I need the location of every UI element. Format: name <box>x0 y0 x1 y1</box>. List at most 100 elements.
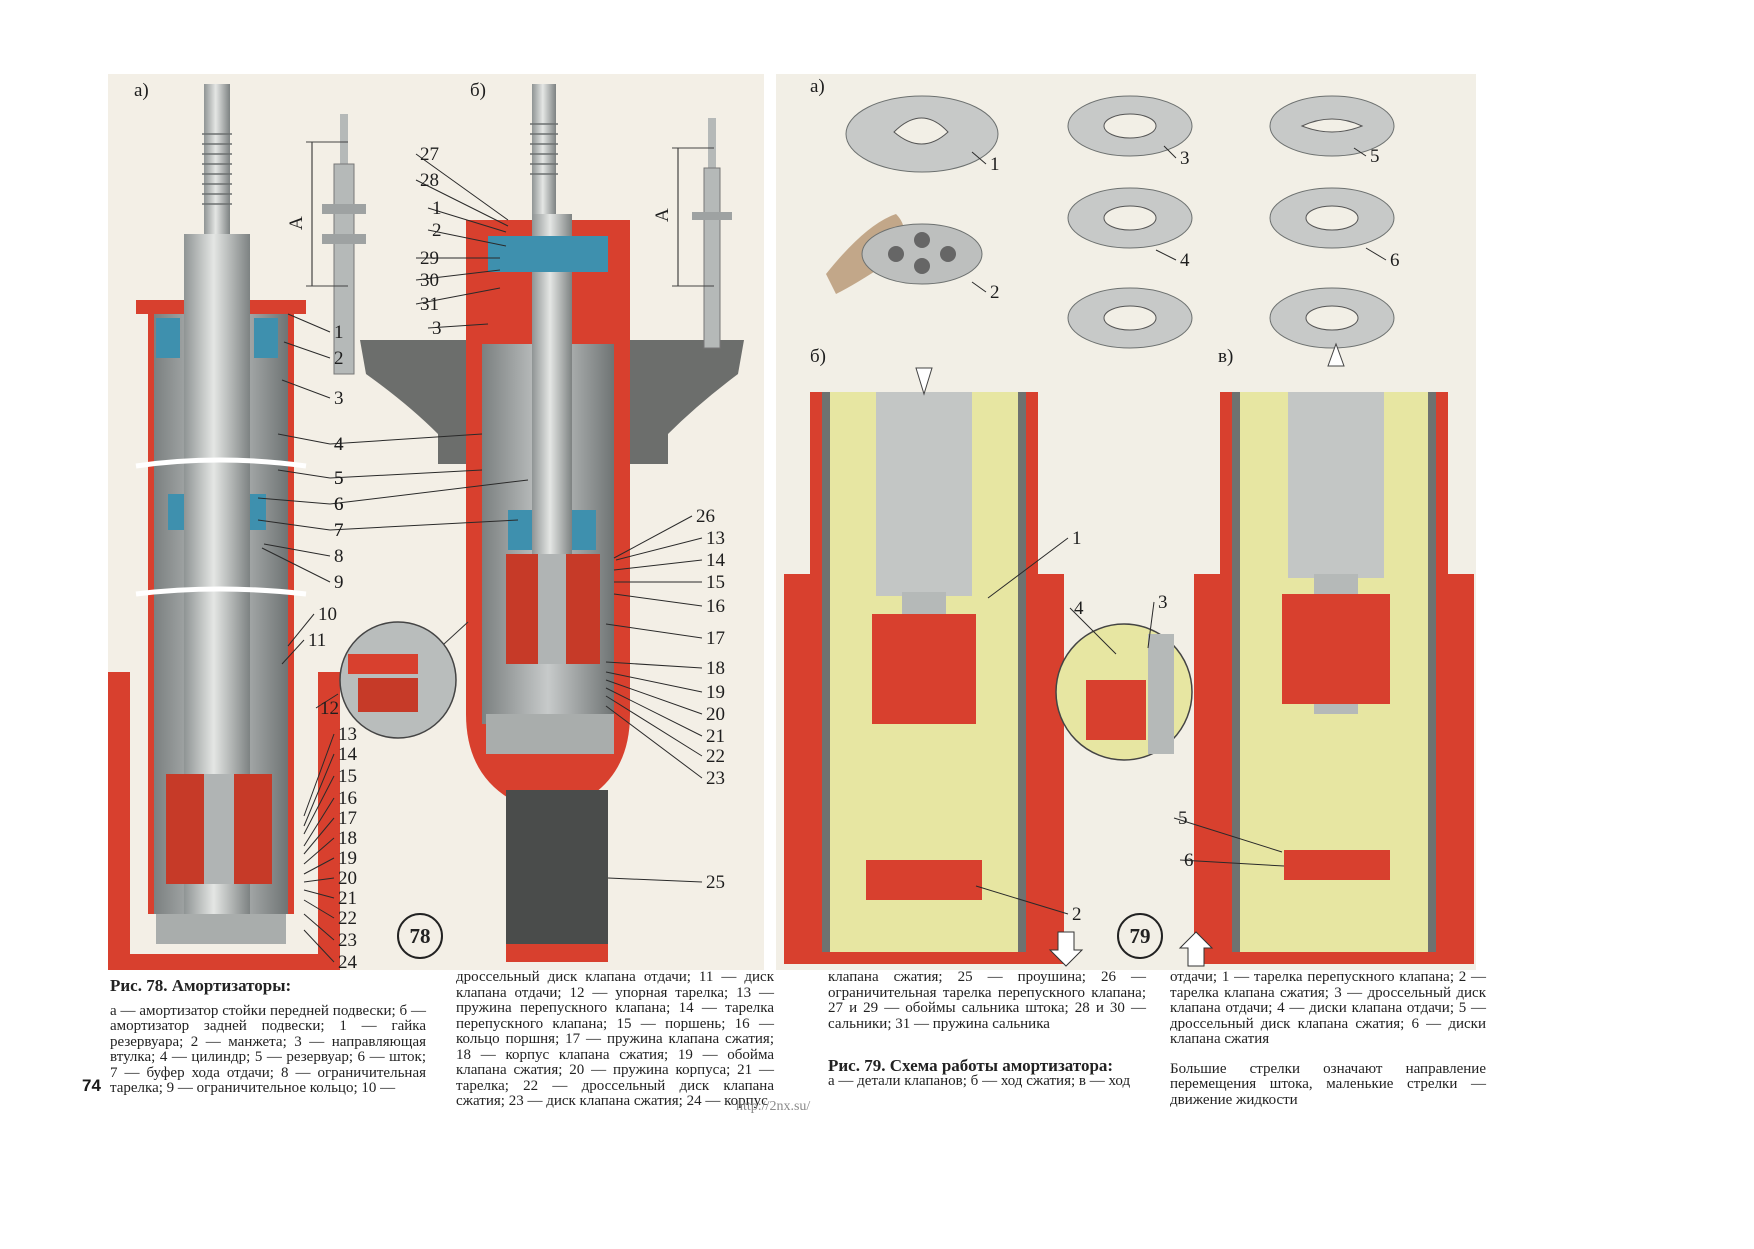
leader-line <box>1069 607 1117 655</box>
callout-label: 20 <box>706 704 725 725</box>
fig78-legend-part2: дроссельный диск клапана отдачи; 11 — ди… <box>456 969 774 1109</box>
callout-label: 31 <box>420 294 439 315</box>
callout-label: 2 <box>990 282 1000 303</box>
callout-label: 9 <box>334 572 344 593</box>
caption-78-col1: Рис. 78. Амортизаторы: а — амортизатор с… <box>110 976 426 1097</box>
leader-line <box>329 519 519 531</box>
callout-label: 2 <box>1072 904 1082 925</box>
callout-label: 23 <box>706 768 725 789</box>
leader-line <box>427 323 489 329</box>
leader-line <box>1173 817 1283 853</box>
callout-label: 6 <box>334 494 344 515</box>
callout-label: 6 <box>1390 250 1400 271</box>
leader-line <box>281 639 305 665</box>
callout-label: 3 <box>1180 148 1190 169</box>
callout-label: 8 <box>334 546 344 567</box>
leader-line <box>1155 249 1177 261</box>
callout-label: 21 <box>338 888 357 909</box>
callout-label: 18 <box>706 658 725 679</box>
fig78-legend-part1: а — амортизатор стойки передней подвески… <box>110 1002 426 1096</box>
callout-label: 5 <box>334 468 344 489</box>
leader-line <box>315 693 339 709</box>
caption-79-col4: отдачи; 1 — тарелка перепускного клапана… <box>1170 969 1486 1108</box>
leader-line <box>605 705 703 779</box>
callout-label: 1 <box>334 322 344 343</box>
leader-line <box>257 519 331 531</box>
callout-label: 11 <box>308 630 326 651</box>
caption-78-col2: дроссельный диск клапана отдачи; 11 — ди… <box>456 969 774 1110</box>
leader-line <box>329 433 483 445</box>
callout-label: 4 <box>1180 250 1190 271</box>
callout-label: 4 <box>334 434 344 455</box>
callout-label: 3 <box>432 318 442 339</box>
dim-letter-a: A <box>286 216 307 230</box>
callout-label: 22 <box>338 908 357 929</box>
fig78-legend-part3: клапана сжатия; 25 — проушина; 26 — огра… <box>828 969 1146 1032</box>
callout-label: 16 <box>706 596 725 617</box>
leader-line <box>605 661 703 669</box>
compression-stroke-diagram <box>784 367 1064 964</box>
rod-sketch-a <box>306 114 366 375</box>
callout-label: 26 <box>696 506 715 527</box>
leader-line <box>287 613 315 647</box>
callout-label: 29 <box>420 248 439 269</box>
callout-label: 27 <box>420 144 439 165</box>
callout-label: 6 <box>1184 850 1194 871</box>
dim-letter-b: A <box>652 208 673 222</box>
callout-label: 6 <box>334 494 344 515</box>
callout-label: 15 <box>338 766 357 787</box>
leader-line <box>613 559 703 571</box>
leader-line <box>303 913 335 941</box>
leader-line <box>263 543 331 557</box>
leader-line <box>605 695 703 757</box>
callout-label: 13 <box>338 724 357 745</box>
svg-text:79: 79 <box>1130 924 1151 948</box>
leader-line <box>971 151 987 165</box>
callout-label: 12 <box>320 698 339 719</box>
callout-label: 25 <box>706 872 725 893</box>
callout-label: 7 <box>334 520 344 541</box>
callout-label: 1 <box>1072 528 1082 549</box>
figure-78-badge: 78 <box>397 913 443 959</box>
leader-line <box>303 733 335 817</box>
leader-line <box>261 547 331 583</box>
leader-line <box>303 857 335 875</box>
leader-line <box>415 287 501 305</box>
callout-label: 1 <box>990 154 1000 175</box>
strut-assembly-a <box>108 84 340 970</box>
leader-line <box>427 207 507 233</box>
leader-line <box>303 797 335 847</box>
sub-label-79b: б) <box>810 346 826 367</box>
leader-line <box>605 623 703 639</box>
callout-label: 14 <box>706 550 726 571</box>
leader-line <box>277 433 331 445</box>
leader-line <box>303 817 335 855</box>
callout-label: 7 <box>334 520 344 541</box>
callout-label: 19 <box>706 682 725 703</box>
fig78-title: Рис. 78. Амортизаторы: <box>110 976 292 995</box>
figure-79-badge: 79 <box>1117 913 1163 959</box>
leader-line <box>605 679 703 715</box>
leader-line <box>613 515 693 559</box>
callout-label: 4 <box>1074 598 1084 619</box>
leader-line <box>1163 145 1177 159</box>
callout-label: 23 <box>338 930 357 951</box>
detail-circle-79 <box>1055 623 1193 761</box>
callout-label: 5 <box>334 468 344 489</box>
leader-line <box>415 179 509 227</box>
svg-text:78: 78 <box>410 924 431 948</box>
leader-line <box>281 379 331 399</box>
sub-label-a: а) <box>134 80 149 101</box>
leader-line <box>303 889 335 899</box>
callout-label: 2 <box>334 348 344 369</box>
callout-label: 15 <box>706 572 725 593</box>
leader-line <box>1365 247 1387 261</box>
callout-label: 3 <box>334 388 344 409</box>
callout-label: 24 <box>338 952 358 970</box>
fig79-legend-part1: а — детали клапанов; б — ход сжатия; в —… <box>828 1072 1131 1089</box>
leader-line <box>287 313 331 333</box>
leader-line <box>975 885 1069 915</box>
fig79-legend-part2: отдачи; 1 — тарелка перепускного клапана… <box>1170 969 1486 1047</box>
